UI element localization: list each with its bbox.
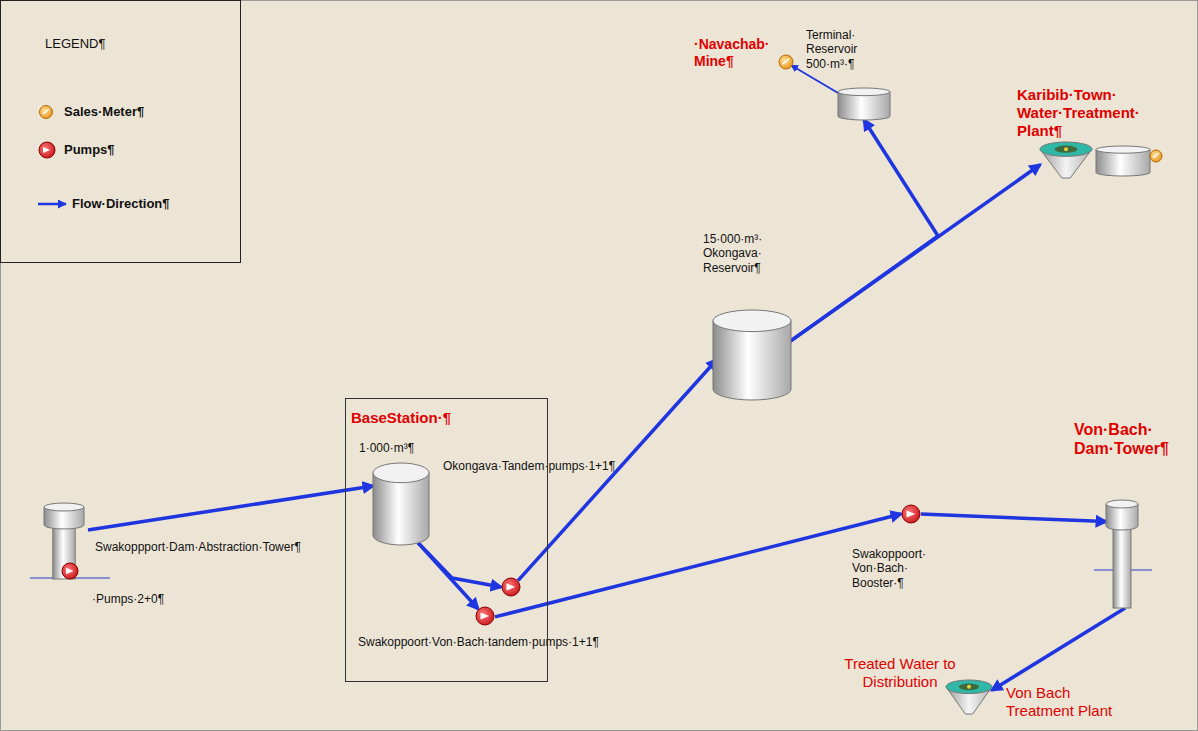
node-label: Karibib·Town· Water·Treatment· Plant¶ bbox=[1017, 86, 1162, 140]
pump-body bbox=[476, 607, 494, 625]
cylinder-body bbox=[713, 321, 791, 400]
station-group: BaseStation·¶ 1·000·m³¶ Okongava·Tandem·pu… bbox=[345, 398, 548, 682]
pump-symbol-art bbox=[475, 607, 495, 625]
pump-body bbox=[902, 505, 920, 523]
clarifier-centre bbox=[959, 683, 979, 690]
flow-pipe bbox=[495, 514, 901, 617]
legend-text: Flow·Direction¶ bbox=[72, 196, 170, 211]
flow-pipe bbox=[418, 543, 501, 587]
meter-needle bbox=[1153, 153, 1159, 158]
pump-arrow bbox=[907, 510, 916, 517]
dam-tower: Von·Bach· Dam·Tower¶ bbox=[1106, 500, 1138, 608]
legend-pump-symbol bbox=[39, 142, 55, 158]
pump-body bbox=[62, 563, 78, 579]
node-label: 15·000·m³· Okongava· Reservoir¶ bbox=[703, 232, 795, 275]
tower-top bbox=[44, 503, 84, 511]
abstraction-tower-art bbox=[44, 503, 88, 585]
node-label: Terminal· Reservoir 500·m³·¶ bbox=[806, 28, 890, 71]
clarifier-centre bbox=[1055, 146, 1078, 153]
tower-stem bbox=[1113, 528, 1131, 608]
treatment-plant: Karibib·Town· Water·Treatment· Plant¶ bbox=[1040, 142, 1162, 180]
clarifier-hub bbox=[967, 685, 971, 689]
booster-pump: Swakoppoort· Von·Bach· Booster·¶ bbox=[901, 505, 921, 523]
cylinder-top bbox=[373, 463, 429, 483]
node-sublabel: ·Pumps·2+0¶ bbox=[92, 592, 192, 606]
node-label: 1·000·m³¶ bbox=[359, 441, 449, 455]
sales-meter-art bbox=[779, 55, 793, 69]
pump-symbol: Swakoppoort·Von·Bach·tandem·pumps·1+1¶ bbox=[475, 607, 495, 625]
node-label: Treated Water to Distribution bbox=[840, 655, 960, 691]
cylinder-body bbox=[373, 473, 429, 545]
reservoir: 1·000·m³¶ bbox=[373, 463, 429, 545]
pump-symbol: Okongava·Tandem·pumps·1+1¶ bbox=[501, 578, 521, 596]
treatment-plant: Treated Water to DistributionVon Bach Tr… bbox=[946, 680, 992, 714]
pump-body bbox=[502, 578, 520, 596]
legend-frame bbox=[1, 1, 241, 263]
meter-needle bbox=[783, 59, 790, 65]
reservoir: 15·000·m³· Okongava· Reservoir¶ bbox=[713, 310, 791, 400]
treatment-plant-art bbox=[946, 680, 992, 714]
tower-top bbox=[1106, 500, 1138, 508]
legend-entry: Flow·Direction¶ bbox=[72, 196, 170, 212]
pump-symbol-art bbox=[501, 578, 521, 596]
legend-meter-symbol bbox=[40, 106, 53, 119]
clarifier-top bbox=[1040, 142, 1092, 156]
reservoir-art bbox=[838, 88, 890, 120]
abstraction-tower: Swakoppport·Dam·Abstraction·Tower¶·Pumps… bbox=[44, 503, 88, 585]
reservoir-art bbox=[373, 463, 429, 545]
flow-pipe bbox=[785, 120, 938, 345]
cylinder-top bbox=[1096, 146, 1150, 153]
sales-meter: ·Navachab· Mine¶ bbox=[779, 55, 793, 69]
legend-entry: Sales·Meter¶ bbox=[64, 104, 144, 120]
cylinder-top bbox=[713, 310, 791, 332]
flow-pipe bbox=[921, 514, 1106, 522]
node-label: Von·Bach· Dam·Tower¶ bbox=[1074, 420, 1184, 458]
node-sublabel: Von Bach Treatment Plant bbox=[1006, 684, 1136, 720]
legend-flow-arrow bbox=[38, 203, 66, 206]
flow-pipe bbox=[418, 543, 478, 609]
cylinder-top bbox=[838, 88, 890, 96]
node-label: ·Navachab· Mine¶ bbox=[694, 36, 780, 70]
flow-pipe bbox=[992, 608, 1125, 690]
treatment-plant-art bbox=[1040, 142, 1162, 180]
pump-arrow bbox=[66, 568, 74, 574]
booster-pump-art bbox=[901, 505, 921, 523]
flow-pipe bbox=[88, 486, 373, 530]
reservoir: Terminal· Reservoir 500·m³·¶ bbox=[838, 88, 890, 120]
pump-arrow bbox=[507, 583, 516, 590]
pump-arrow bbox=[481, 612, 490, 619]
node-label: Swakoppoort· Von·Bach· Booster·¶ bbox=[852, 547, 944, 590]
legend-text: Sales·Meter¶ bbox=[64, 104, 144, 119]
clarifier-hub bbox=[1064, 147, 1068, 151]
reservoir-art bbox=[713, 310, 791, 400]
legend-entry: Pumps¶ bbox=[64, 142, 115, 158]
meter-body bbox=[779, 55, 793, 69]
node-label: Swakoppport·Dam·Abstraction·Tower¶ bbox=[95, 540, 305, 554]
clarifier-top bbox=[946, 680, 992, 694]
node-label: BaseStation·¶ bbox=[351, 409, 501, 427]
node-label: Swakoppoort·Von·Bach·tandem·pumps·1+1¶ bbox=[358, 635, 603, 649]
node-label: Okongava·Tandem·pumps·1+1¶ bbox=[443, 459, 619, 473]
dam-tower-art bbox=[1106, 500, 1138, 608]
legend-heading: LEGEND¶ bbox=[45, 36, 105, 52]
legend-text: Pumps¶ bbox=[64, 142, 115, 157]
flow-pipe bbox=[785, 165, 1040, 345]
meter-body bbox=[1150, 150, 1162, 162]
